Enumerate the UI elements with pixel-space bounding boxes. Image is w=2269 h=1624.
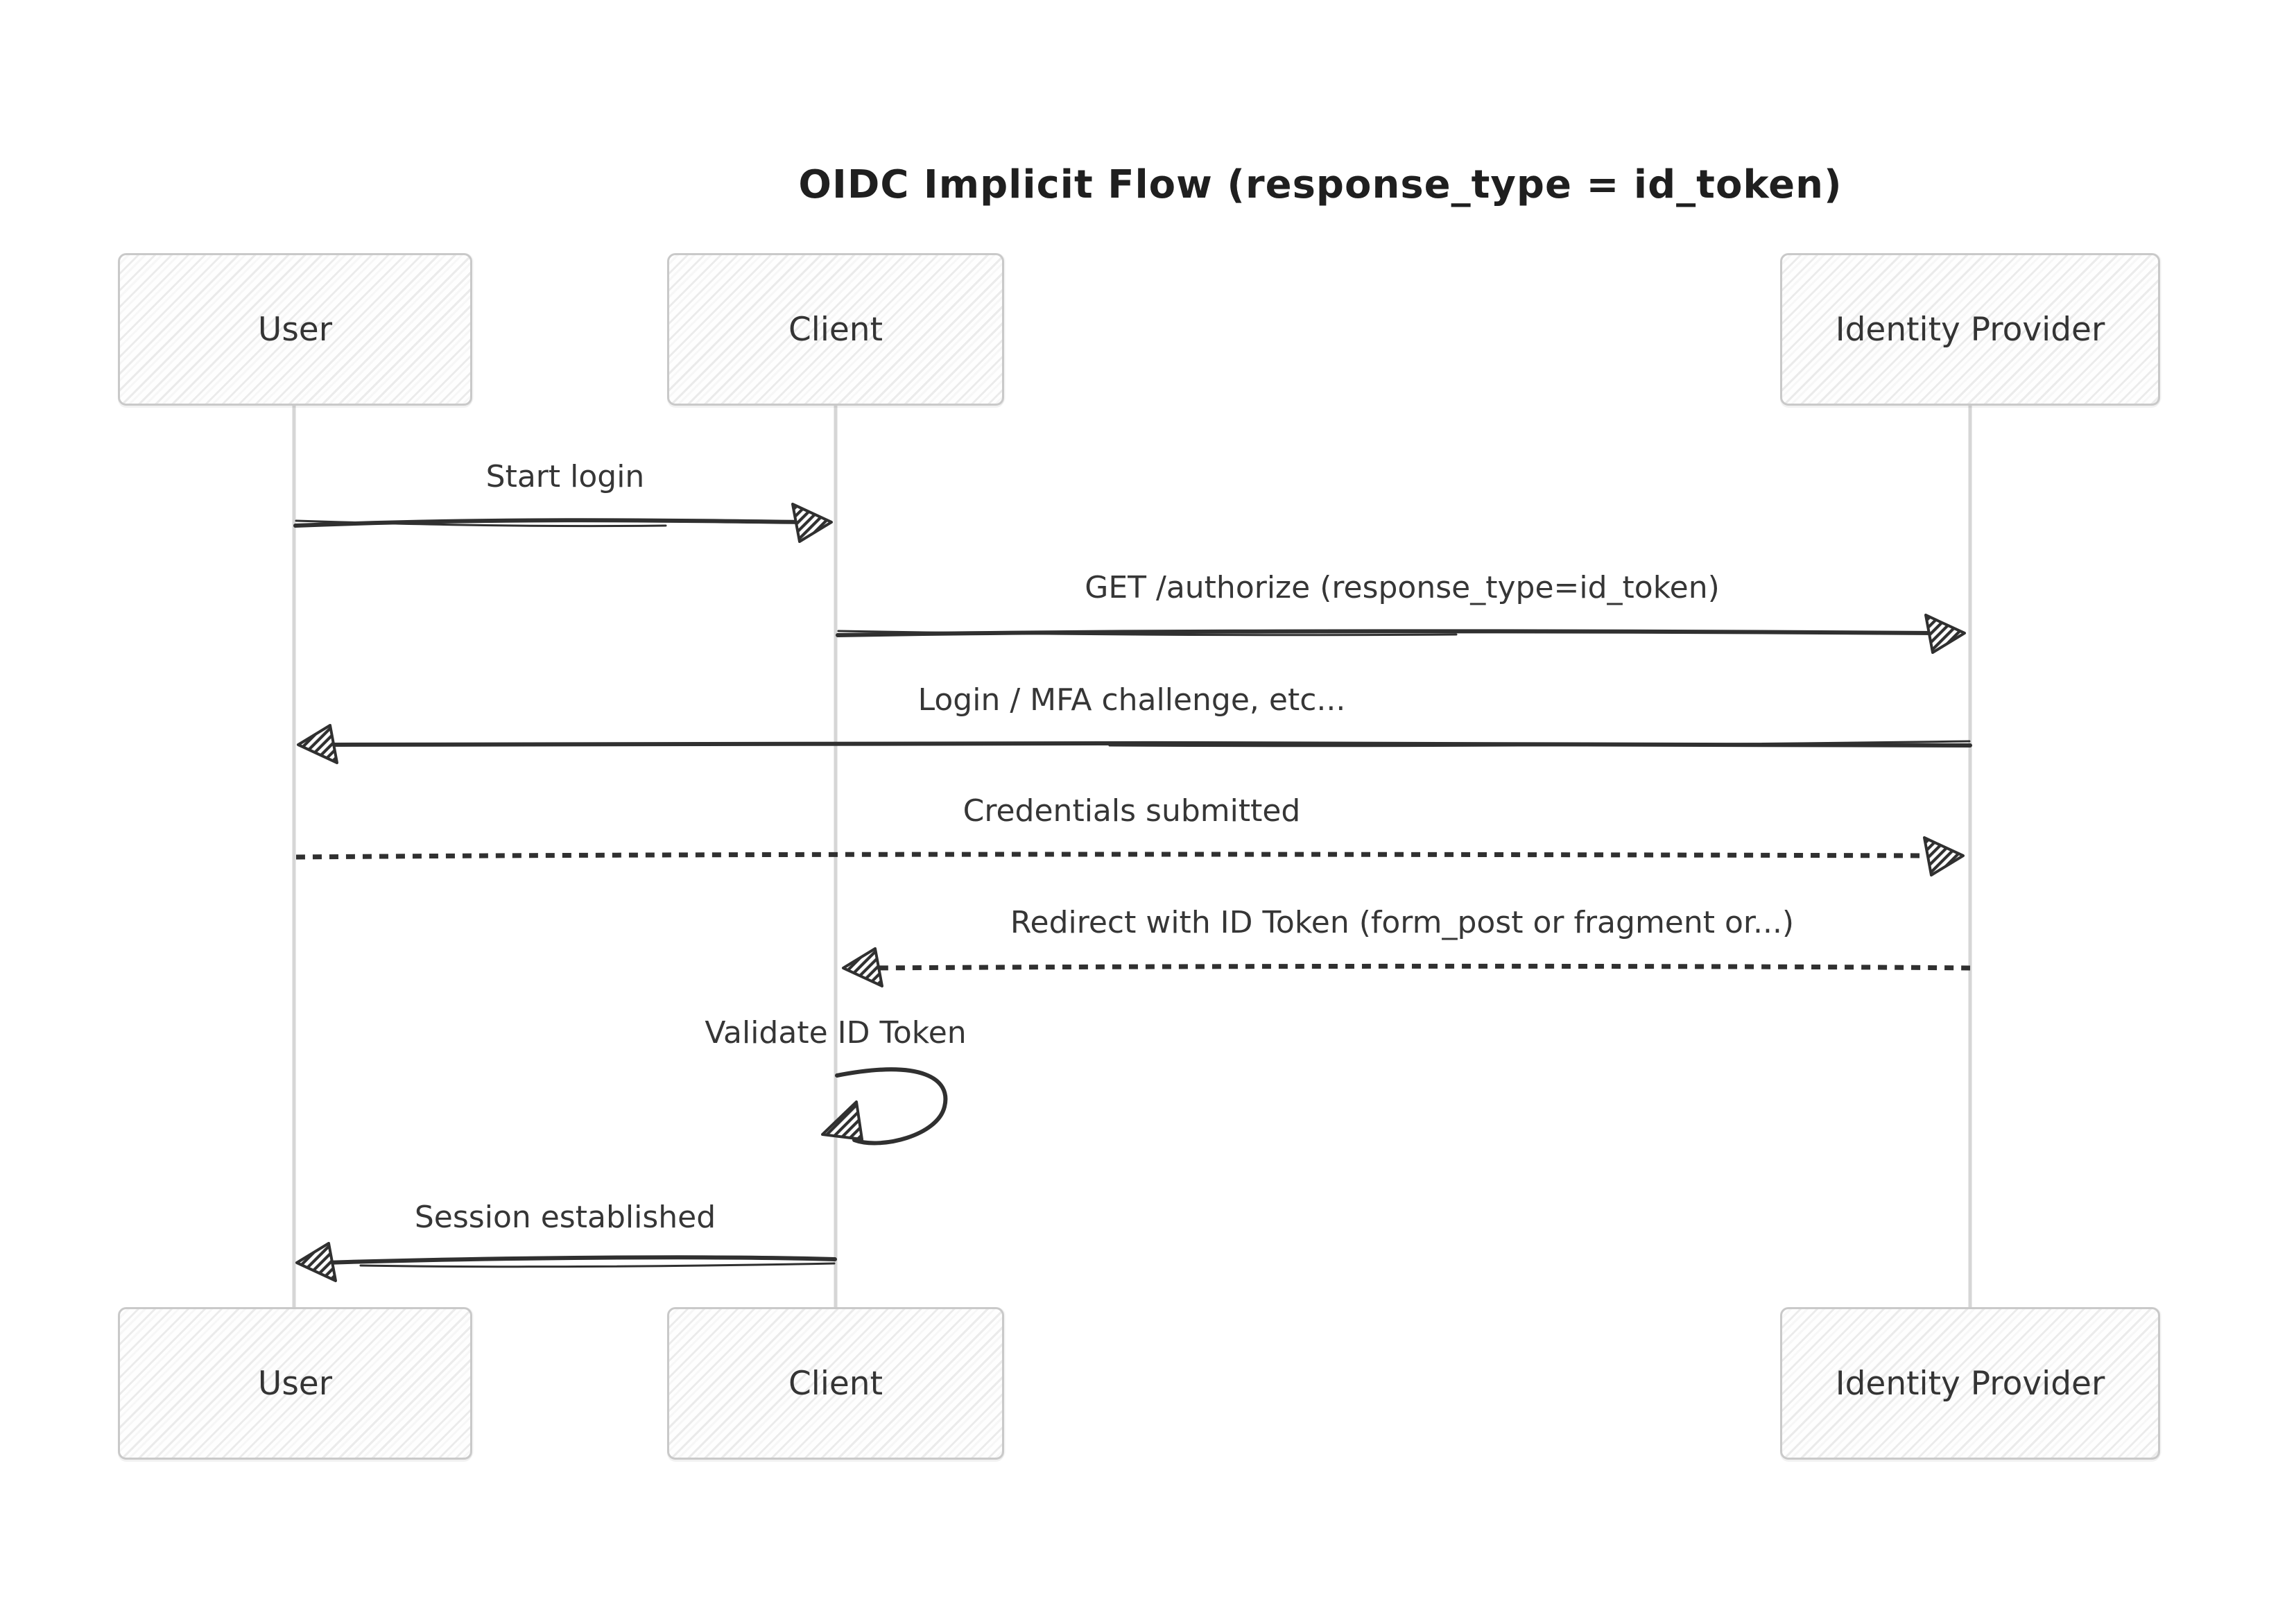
message-label-credentials-submitted: Credentials submitted — [963, 793, 1301, 829]
arrow-session-established — [295, 1242, 837, 1282]
actor-label-user: User — [257, 310, 333, 349]
message-label-session-established: Session established — [414, 1200, 716, 1235]
actor-label-client: Client — [788, 310, 883, 349]
arrow-validate-id-token-loop — [821, 1067, 948, 1146]
actor-box-client-bottom: Client — [667, 1307, 1004, 1460]
message-label-redirect-id-token: Redirect with ID Token (form_post or fra… — [1010, 905, 1795, 940]
message-label-get-authorize: GET /authorize (response_type=id_token) — [1085, 570, 1720, 605]
actor-label-idp: Identity Provider — [1835, 310, 2105, 349]
loop-arrowhead — [821, 1100, 863, 1141]
arrow-redirect-id-token — [842, 947, 1971, 987]
actor-label-user-bottom: User — [257, 1364, 333, 1403]
arrow-credentials-submitted — [295, 836, 1965, 876]
arrow-start-login — [293, 503, 833, 543]
actor-label-client-bottom: Client — [788, 1364, 883, 1403]
arrow-login-mfa-challenge — [297, 724, 1972, 764]
arrow-get-authorize — [836, 614, 1966, 654]
diagram-title: OIDC Implicit Flow (response_type = id_t… — [798, 162, 1843, 207]
actor-box-idp-bottom: Identity Provider — [1780, 1307, 2160, 1460]
message-label-start-login: Start login — [485, 459, 645, 494]
message-label-login-mfa-challenge: Login / MFA challenge, etc... — [917, 682, 1346, 718]
message-label-validate-id-token: Validate ID Token — [705, 1015, 967, 1051]
actor-box-user-bottom: User — [118, 1307, 472, 1460]
actor-box-user-top: User — [118, 253, 472, 406]
actor-label-idp-bottom: Identity Provider — [1835, 1364, 2105, 1403]
actor-box-client-top: Client — [667, 253, 1004, 406]
actor-box-idp-top: Identity Provider — [1780, 253, 2160, 406]
